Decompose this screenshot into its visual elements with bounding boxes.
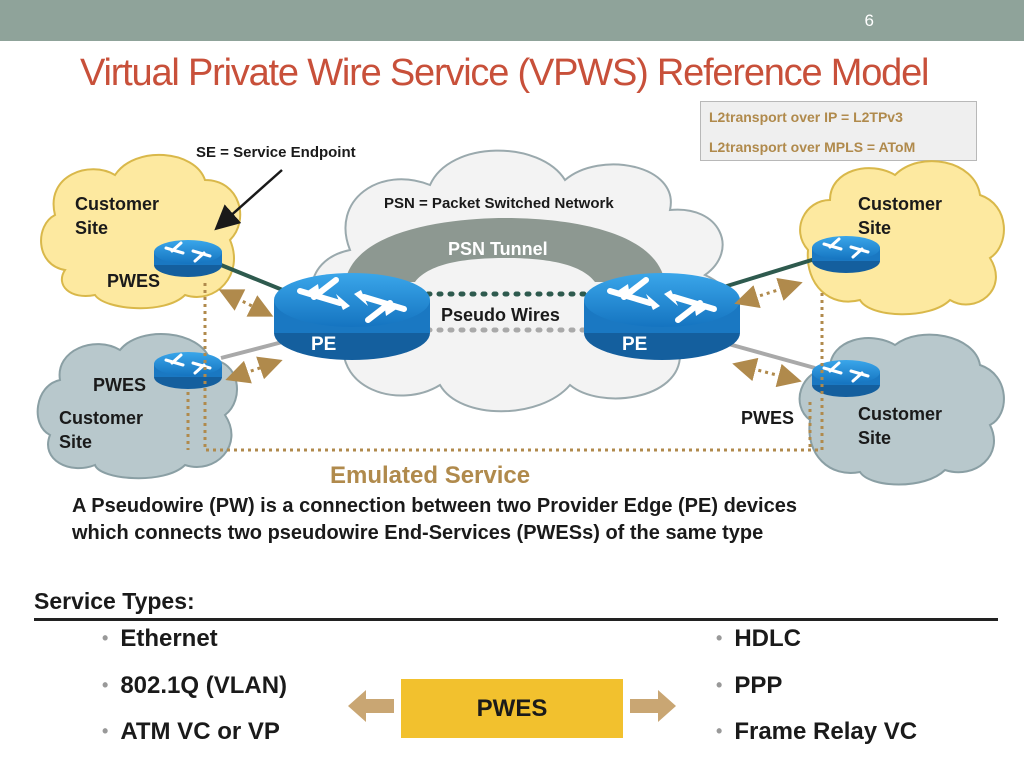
legend-l2tpv3: L2transport over IP = L2TPv3 [709, 109, 903, 125]
psn-note: PSN = Packet Switched Network [384, 195, 614, 212]
site-bottom-left-line2: Site [59, 432, 93, 452]
service-type-item: •Frame Relay VC [716, 718, 918, 745]
site-cloud-top-right [799, 160, 1005, 316]
slide-number: 6 [864, 11, 874, 30]
service-type-item: •802.1Q (VLAN) [102, 672, 288, 699]
attachment-line-top-right [713, 257, 816, 292]
emulated-service-bracket [203, 283, 824, 452]
service-types-divider [34, 618, 998, 621]
psn-tunnel-label: PSN Tunnel [448, 239, 548, 259]
ce-router-top-left [152, 238, 224, 279]
site-top-left-line1: Customer [75, 194, 160, 214]
ce-router-top-right [810, 234, 882, 275]
pe-router-right [584, 273, 740, 360]
se-pointer-arrow [214, 169, 283, 231]
service-types-title: Service Types: [34, 588, 195, 614]
attachment-line-top-left [220, 263, 291, 295]
site-bottom-right-line1: Customer [858, 404, 943, 424]
pe-right-label: PE [622, 334, 648, 355]
site-top-right-line1: Customer [858, 194, 943, 214]
legend-atom: L2transport over MPLS = AToM [709, 139, 916, 155]
site-bottom-left-line1: Customer [59, 408, 144, 428]
arrow-left-icon [348, 690, 394, 722]
site-top-right-line2: Site [858, 218, 892, 238]
ce-router-bottom-left [152, 350, 224, 391]
pe-left-label: PE [311, 334, 337, 355]
pseudo-wires-label: Pseudo Wires [441, 305, 560, 325]
pwes-top-left-label: PWES [107, 271, 161, 291]
pe-router-left [274, 273, 430, 360]
pwes-box: PWES [401, 679, 623, 738]
emulated-service-label: Emulated Service [330, 462, 531, 489]
site-bottom-right-line2: Site [858, 428, 892, 448]
service-type-item: •PPP [716, 672, 783, 699]
service-type-item: •Ethernet [102, 625, 218, 652]
description-line-1: A Pseudowire (PW) is a connection betwee… [72, 495, 797, 517]
slide-title: Virtual Private Wire Service (VPWS) Refe… [80, 52, 929, 94]
dotted-arrow-bottom-left [225, 356, 283, 384]
site-top-left-line2: Site [75, 218, 109, 238]
description-line-2: which connects two pseudowire End-Servic… [72, 522, 764, 544]
dotted-arrow-top-right [734, 277, 803, 309]
vpws-diagram [36, 149, 1005, 486]
pwes-bottom-right-label: PWES [741, 408, 795, 428]
service-type-item: •HDLC [716, 625, 801, 652]
psn-tunnel [345, 218, 665, 282]
dotted-arrow-top-left [218, 289, 274, 317]
arrow-right-icon [630, 690, 676, 722]
pwes-box-label: PWES [476, 695, 548, 722]
attachment-line-bottom-left [220, 338, 291, 360]
se-note: SE = Service Endpoint [196, 144, 356, 161]
service-type-item: •ATM VC or VP [102, 718, 280, 745]
pwes-bottom-left-label: PWES [93, 375, 147, 395]
legend-box: L2transport over IP = L2TPv3 L2transport… [700, 101, 977, 161]
pseudowire-description: A Pseudowire (PW) is a connection betwee… [72, 493, 797, 547]
dotted-arrow-bottom-right [732, 357, 802, 388]
top-bar: 6 [0, 0, 1024, 41]
